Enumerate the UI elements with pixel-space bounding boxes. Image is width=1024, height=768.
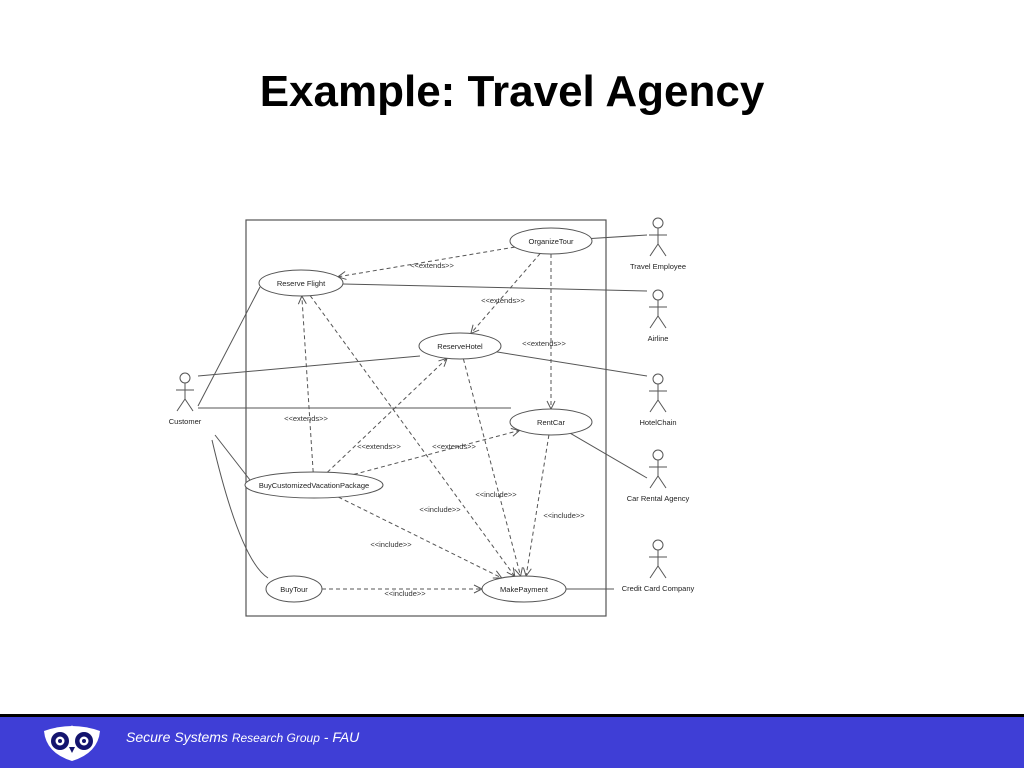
dependency-arrow-organize_tour-reserve_hotel <box>471 253 541 334</box>
stick-figure-icon <box>176 372 194 412</box>
dependency-arrow-rent_car-make_payment <box>526 434 550 576</box>
actor-credit-card: Credit Card Company <box>622 539 695 593</box>
footer-text-small: Research Group <box>231 731 320 745</box>
association-layer <box>197 234 648 590</box>
actor-label: Travel Employee <box>630 262 686 271</box>
stick-figure-icon <box>649 217 667 257</box>
actor-label: Airline <box>648 334 669 343</box>
association-line-hotel_chain-reserve_hotel <box>496 351 648 377</box>
actor-car-rental: Car Rental Agency <box>627 449 690 503</box>
dependency-arrow-buy_package-reserve_flight <box>302 296 314 473</box>
dependency-label-layer: <<extends>> <<extends>> <<extends>> <<exten… <box>284 261 585 598</box>
actor-label: Credit Card Company <box>622 584 695 593</box>
dependency-arrow-buy_package-rent_car <box>353 430 520 475</box>
dependency-label-organize_tour-reserve_hotel: <<extends>> <box>481 296 525 305</box>
system-boundary <box>245 219 607 617</box>
dependency-arrow-buy_package-make_payment <box>338 496 502 578</box>
dependency-label-rent_car-make_payment: <<include>> <box>543 511 585 520</box>
use-case-buy-tour: BuyTour <box>265 575 323 603</box>
dependency-label-buy_package-rent_car: <<extends>> <box>432 442 476 451</box>
actor-label: HotelChain <box>639 418 676 427</box>
dependency-layer <box>302 246 551 589</box>
use-case-diagram: <<extends>> <<extends>> <<extends>> <<exten… <box>169 217 695 617</box>
owl-logo-icon <box>44 725 100 761</box>
use-case-label: BuyTour <box>280 585 308 594</box>
association-line-customer-buy_tour <box>211 439 269 579</box>
use-case-label: RentCar <box>537 418 565 427</box>
footer-caption: Secure Systems Research Group - FAU <box>126 729 359 745</box>
footer-text-main: Secure Systems <box>126 729 228 745</box>
association-line-customer-reserve_hotel <box>197 355 421 377</box>
actor-label: Customer <box>169 417 202 426</box>
stick-figure-icon <box>649 539 667 579</box>
actor-label: Car Rental Agency <box>627 494 690 503</box>
use-case-buy-package: BuyCustomizedVacationPackage <box>244 471 384 499</box>
dependency-arrow-organize_tour-reserve_flight <box>338 246 515 277</box>
dependency-label-buy_package-reserve_hotel: <<extends>> <box>357 442 401 451</box>
use-case-reserve-hotel: ReserveHotel <box>418 332 502 360</box>
association-line-airline-reserve_flight <box>342 283 648 292</box>
use-case-label: Reserve Flight <box>277 279 326 288</box>
dependency-label-reserve_flight-make_payment: <<include>> <box>419 505 461 514</box>
association-line-car_rental-rent_car <box>570 432 648 479</box>
actor-customer: Customer <box>169 372 202 426</box>
dependency-label-reserve_hotel-make_payment: <<include>> <box>475 490 517 499</box>
use-case-label: ReserveHotel <box>437 342 483 351</box>
dependency-label-buy_package-make_payment: <<include>> <box>370 540 412 549</box>
use-case-label: MakePayment <box>500 585 549 594</box>
dependency-label-organize_tour-rent_car: <<extends>> <box>522 339 566 348</box>
dependency-label-buy_tour-make_payment: <<include>> <box>384 589 426 598</box>
dependency-arrow-reserve_flight-make_payment <box>309 295 515 577</box>
association-line-customer-buy_package <box>214 434 251 481</box>
dependency-arrow-reserve_hotel-make_payment <box>462 358 520 576</box>
actor-airline: Airline <box>648 289 669 343</box>
association-line-customer-reserve_flight <box>197 286 261 407</box>
actor-hotel-chain: HotelChain <box>639 373 677 427</box>
use-case-rent-car: RentCar <box>509 408 593 436</box>
use-case-reserve-flight: Reserve Flight <box>258 269 344 297</box>
footer-bar: Secure Systems Research Group - FAU <box>0 714 1024 768</box>
stick-figure-icon <box>649 373 667 413</box>
use-case-label: BuyCustomizedVacationPackage <box>259 481 369 490</box>
dependency-label-buy_package-reserve_flight: <<extends>> <box>284 414 328 423</box>
stick-figure-icon <box>649 289 667 329</box>
association-line-travel_employee-organize_tour <box>591 234 648 239</box>
dependency-label-organize_tour-reserve_flight: <<extends>> <box>410 261 454 270</box>
use-case-organize-tour: OrganizeTour <box>509 227 593 255</box>
stick-figure-icon <box>649 449 667 489</box>
use-case-make-payment: MakePayment <box>481 575 567 603</box>
dependency-arrow-buy_package-reserve_hotel <box>327 358 447 473</box>
actor-travel-employee: Travel Employee <box>630 217 686 271</box>
footer-text-end: - FAU <box>323 729 360 745</box>
slide-title: Example: Travel Agency <box>259 67 765 116</box>
use-case-label: OrganizeTour <box>528 237 574 246</box>
